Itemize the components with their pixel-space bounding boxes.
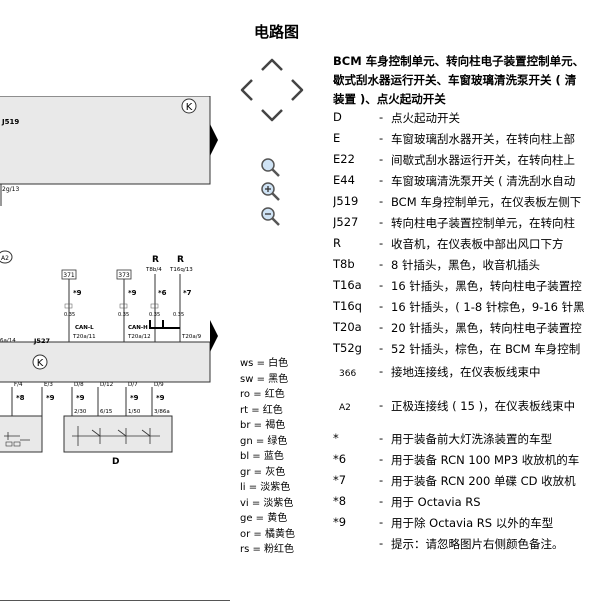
- legend-item: br = 褐色: [240, 420, 286, 431]
- legend-item: gr = 灰色: [240, 466, 286, 478]
- pin-d12: D/12: [100, 382, 113, 388]
- collapse-arrow-icon[interactable]: [208, 122, 220, 158]
- wiring-diagram: K J519 2g/13 A2 R R T8b/4 T16q/13 371 37…: [0, 96, 211, 467]
- label-star8: *8: [16, 394, 25, 402]
- legend-item: vi = 淡紫色: [240, 497, 294, 509]
- label-can-l: CAN-L: [75, 325, 94, 331]
- pin-d7: D/7: [128, 382, 138, 388]
- label-a2: A2: [1, 255, 9, 262]
- legend-item: or = 橘黄色: [240, 528, 295, 540]
- legend-item: gn = 绿色: [240, 435, 288, 447]
- k-symbol-top: K: [186, 102, 193, 113]
- pin-386a: 3/86a: [154, 409, 170, 415]
- pin-e3: E/3: [44, 382, 53, 388]
- legend-item: li = 淡紫色: [240, 482, 291, 493]
- pan-left-icon[interactable]: [240, 79, 253, 101]
- label-371: 371: [63, 272, 75, 279]
- label-star6: *6: [158, 289, 167, 297]
- heading-line: 歇式刮水器运行开关、车窗玻璃清洗泵开关 ( 清: [333, 73, 577, 87]
- pan-down-icon[interactable]: [261, 109, 283, 122]
- legend-item: rt = 红色: [240, 404, 283, 416]
- zoom-out-icon[interactable]: [258, 205, 282, 229]
- pin-d8: D/8: [74, 382, 84, 388]
- label-t20a12: T20a/12: [127, 334, 151, 340]
- page-title: 电路图: [254, 23, 300, 41]
- label-t16a14: 6a/14: [0, 338, 16, 344]
- gauge-035-a: 0.35: [64, 312, 75, 318]
- legend-item: sw = 黑色: [240, 373, 289, 385]
- bottom-divider: [0, 600, 230, 601]
- component-list: D-点火起动开关 E-车窗玻璃刮水器开关，在转向柱上部 E22-间歇式刮水器运行…: [333, 110, 585, 551]
- pin-230: 2/30: [74, 409, 87, 415]
- heading-line: BCM 车身控制单元、转向柱电子装置控制单元、: [333, 54, 585, 68]
- label-r1: R: [152, 255, 159, 265]
- zoom-fit-icon[interactable]: [258, 156, 282, 180]
- label-star7: *7: [183, 289, 192, 297]
- label-star9-f: *9: [156, 394, 165, 402]
- color-legend: ws = 白色 sw = 黑色 ro = 红色 rt = 红色 br = 褐色 …: [240, 356, 295, 558]
- section-heading: BCM 车身控制单元、转向柱电子装置控制单元、 歇式刮水器运行开关、车窗玻璃清洗…: [333, 52, 602, 109]
- label-star9-c: *9: [46, 394, 55, 402]
- label-j527: J527: [33, 337, 50, 345]
- gauge-035-c: 0.35: [149, 312, 160, 318]
- label-star9-d: *9: [76, 394, 85, 402]
- legend-item: ge = 黄色: [240, 513, 288, 524]
- pin-150: 1/50: [128, 409, 141, 415]
- label-t20a9: T20a/9: [181, 334, 202, 340]
- gauge-035-b: 0.35: [118, 312, 129, 318]
- label-star9-a: *9: [73, 289, 82, 297]
- label-j519: J519: [1, 118, 19, 126]
- label-r2: R: [177, 255, 184, 265]
- legend-item: ro = 红色: [240, 389, 285, 400]
- zoom-in-icon[interactable]: [258, 180, 282, 204]
- pan-right-icon[interactable]: [291, 79, 304, 101]
- label-star9-b: *9: [128, 289, 137, 297]
- legend-item: ws = 白色: [240, 358, 289, 369]
- legend-item: bl = 蓝色: [240, 451, 284, 462]
- k-symbol-bottom: K: [37, 358, 44, 369]
- pin-615: 6/15: [100, 409, 113, 415]
- label-t16q13: T16q/13: [169, 267, 193, 273]
- heading-line: 装置 )、点火起动开关: [333, 92, 446, 106]
- label-t2g13: 2g/13: [2, 186, 19, 193]
- pin-f4: F/4: [14, 382, 23, 388]
- pan-up-icon[interactable]: [261, 58, 283, 71]
- label-373: 373: [118, 272, 130, 279]
- label-d: D: [112, 457, 119, 467]
- label-can-h: CAN-H: [128, 325, 148, 331]
- pin-d9: D/9: [154, 382, 164, 388]
- legend-item: rs = 粉红色: [240, 544, 295, 555]
- gauge-035-d: 0.35: [173, 312, 184, 318]
- collapse-arrow-left-icon[interactable]: [208, 318, 220, 354]
- label-t8b4: T8b/4: [145, 267, 162, 273]
- label-t20a11: T20a/11: [72, 334, 96, 340]
- label-star9-e: *9: [130, 394, 139, 402]
- pan-controls: [240, 58, 304, 122]
